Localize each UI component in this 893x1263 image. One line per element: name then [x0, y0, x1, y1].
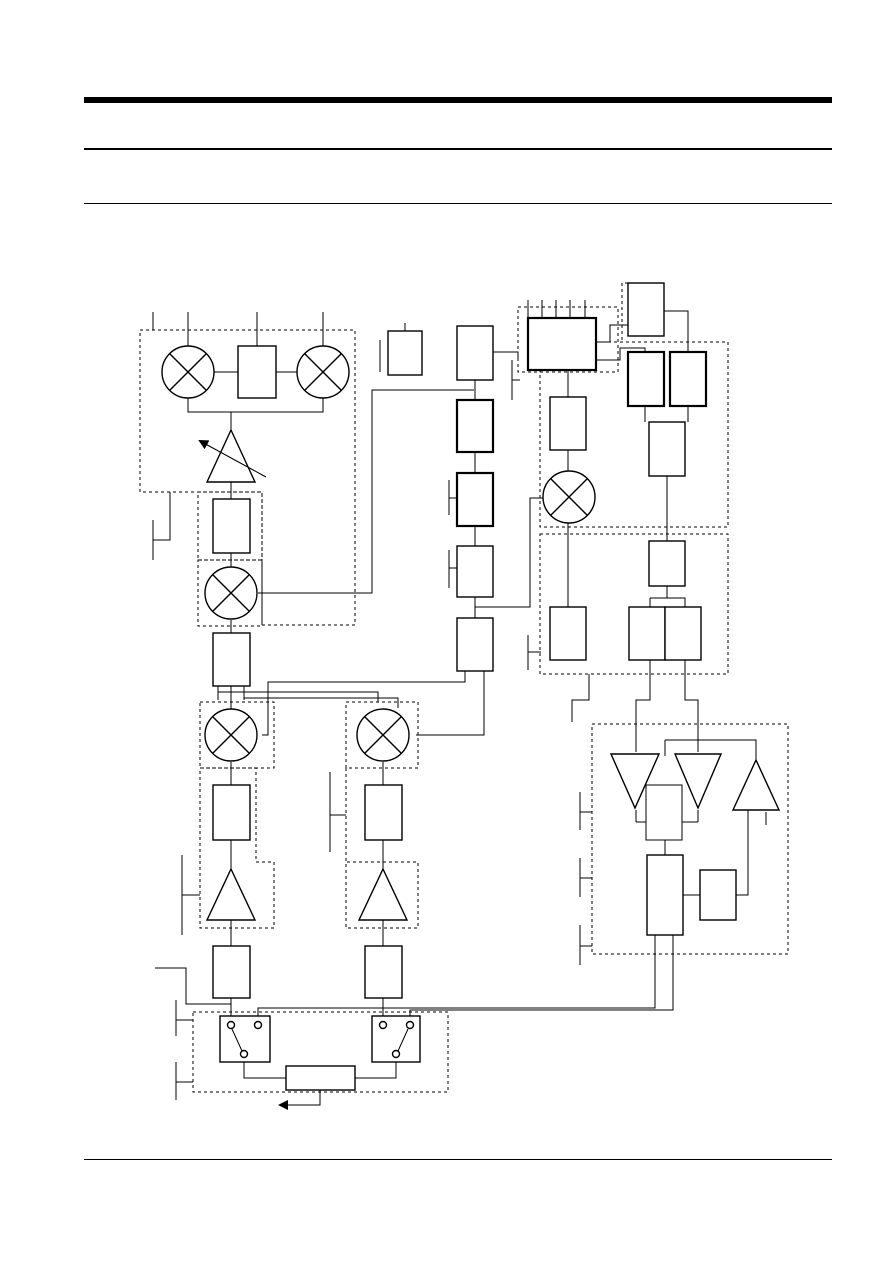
- dashed-group-synth: [517, 306, 619, 373]
- block-mid-1: [456, 325, 494, 381]
- block-synthesizer: [526, 316, 598, 372]
- block-pll: [627, 282, 665, 337]
- switch-contacts: [226, 1020, 415, 1059]
- block-buffer: [648, 540, 686, 587]
- block-osc-top: [237, 345, 277, 399]
- block-aux-top: [387, 330, 423, 376]
- block-duplexer-right: [364, 945, 403, 999]
- header-thin-rule: [84, 148, 832, 150]
- amp-left: [205, 867, 257, 921]
- mixer-1: [204, 566, 258, 620]
- block-vco-b: [668, 350, 708, 408]
- block-lo-filter: [549, 396, 587, 451]
- block-if-filter-1: [212, 498, 251, 554]
- dashed-group-mid-right: [539, 533, 729, 675]
- block-combiner: [648, 421, 686, 477]
- section-rule: [84, 203, 832, 204]
- mixer-top-left: [161, 345, 215, 399]
- amplifiers: [198, 428, 781, 921]
- block-if-filter-2: [212, 632, 251, 687]
- footer-rule: [84, 1159, 832, 1160]
- amp-down-b: [673, 753, 723, 810]
- block-mid-5: [456, 617, 494, 672]
- amp-variable-gain: [205, 428, 257, 483]
- block-mid-3: [455, 471, 495, 528]
- block-detector: [646, 854, 684, 936]
- block-duplexer-left: [212, 945, 251, 999]
- circuit-blocks: [212, 282, 737, 1091]
- block-mid-4: [456, 545, 494, 598]
- block-antenna-coupler: [285, 1065, 356, 1091]
- block-filter-right: [364, 784, 403, 841]
- block-mid-2: [455, 398, 495, 454]
- amp-up-c: [731, 758, 781, 811]
- block-filter-left: [212, 784, 251, 841]
- amp-down-a: [609, 753, 661, 810]
- mixer-2: [204, 708, 258, 762]
- mixer-right: [542, 470, 596, 524]
- amp-right: [357, 867, 409, 921]
- mixer-3: [356, 708, 410, 762]
- block-split-a: [628, 606, 666, 661]
- dashed-group-amp-left: [199, 767, 275, 929]
- mixers: [161, 345, 596, 762]
- block-split-b: [664, 606, 702, 661]
- mixer-top-right: [296, 345, 350, 399]
- header-thick-rule: [84, 97, 832, 103]
- block-vco-a: [626, 350, 666, 408]
- signal-wires: [152, 300, 767, 1110]
- dashed-group-lower-right: [591, 723, 789, 955]
- block-regulator: [699, 869, 737, 921]
- block-rx-filter: [549, 606, 587, 661]
